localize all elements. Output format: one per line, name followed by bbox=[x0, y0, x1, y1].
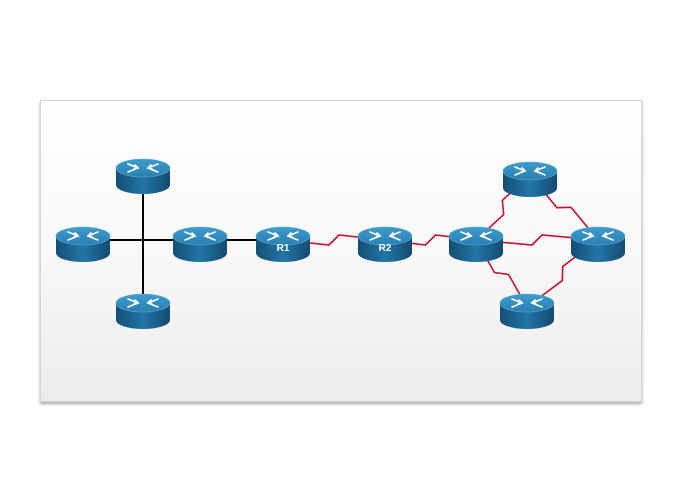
router-top bbox=[499, 293, 555, 313]
router-arrows-icon bbox=[460, 231, 492, 241]
router-mesh-right bbox=[570, 226, 626, 262]
router-label-r2: R2 bbox=[379, 243, 392, 254]
router-top bbox=[448, 226, 504, 246]
router-top bbox=[570, 226, 626, 246]
router-top bbox=[55, 226, 111, 246]
routers-layer: R1 R2 bbox=[55, 158, 626, 329]
router-r1: R1 bbox=[255, 226, 311, 262]
router-mesh-top bbox=[502, 161, 558, 197]
router-hub-top bbox=[115, 158, 171, 194]
router-top bbox=[255, 226, 311, 246]
router-arrows-icon bbox=[127, 298, 159, 308]
router-top bbox=[357, 226, 413, 246]
router-arrows-icon bbox=[582, 231, 614, 241]
router-mesh-left bbox=[448, 226, 504, 262]
router-label-r1: R1 bbox=[277, 243, 290, 254]
router-arrows-icon bbox=[267, 231, 299, 241]
router-arrows-icon bbox=[67, 231, 99, 241]
serial-link-mesh-left-mesh-right bbox=[475, 234, 599, 246]
router-arrows-icon bbox=[511, 298, 543, 308]
router-arrows-icon bbox=[184, 231, 216, 241]
router-r2: R2 bbox=[357, 226, 413, 262]
router-arrows-icon bbox=[127, 163, 159, 173]
router-top bbox=[115, 158, 171, 178]
router-arrows-icon bbox=[369, 231, 401, 241]
router-top bbox=[115, 293, 171, 313]
router-mesh-bottom bbox=[499, 293, 555, 329]
router-arrows-icon bbox=[514, 166, 546, 176]
router-top bbox=[502, 161, 558, 181]
diagram-panel bbox=[40, 100, 642, 402]
router-top bbox=[172, 226, 228, 246]
router-hub-center bbox=[172, 226, 228, 262]
router-hub-bottom bbox=[115, 293, 171, 329]
router-hub-left bbox=[55, 226, 111, 262]
